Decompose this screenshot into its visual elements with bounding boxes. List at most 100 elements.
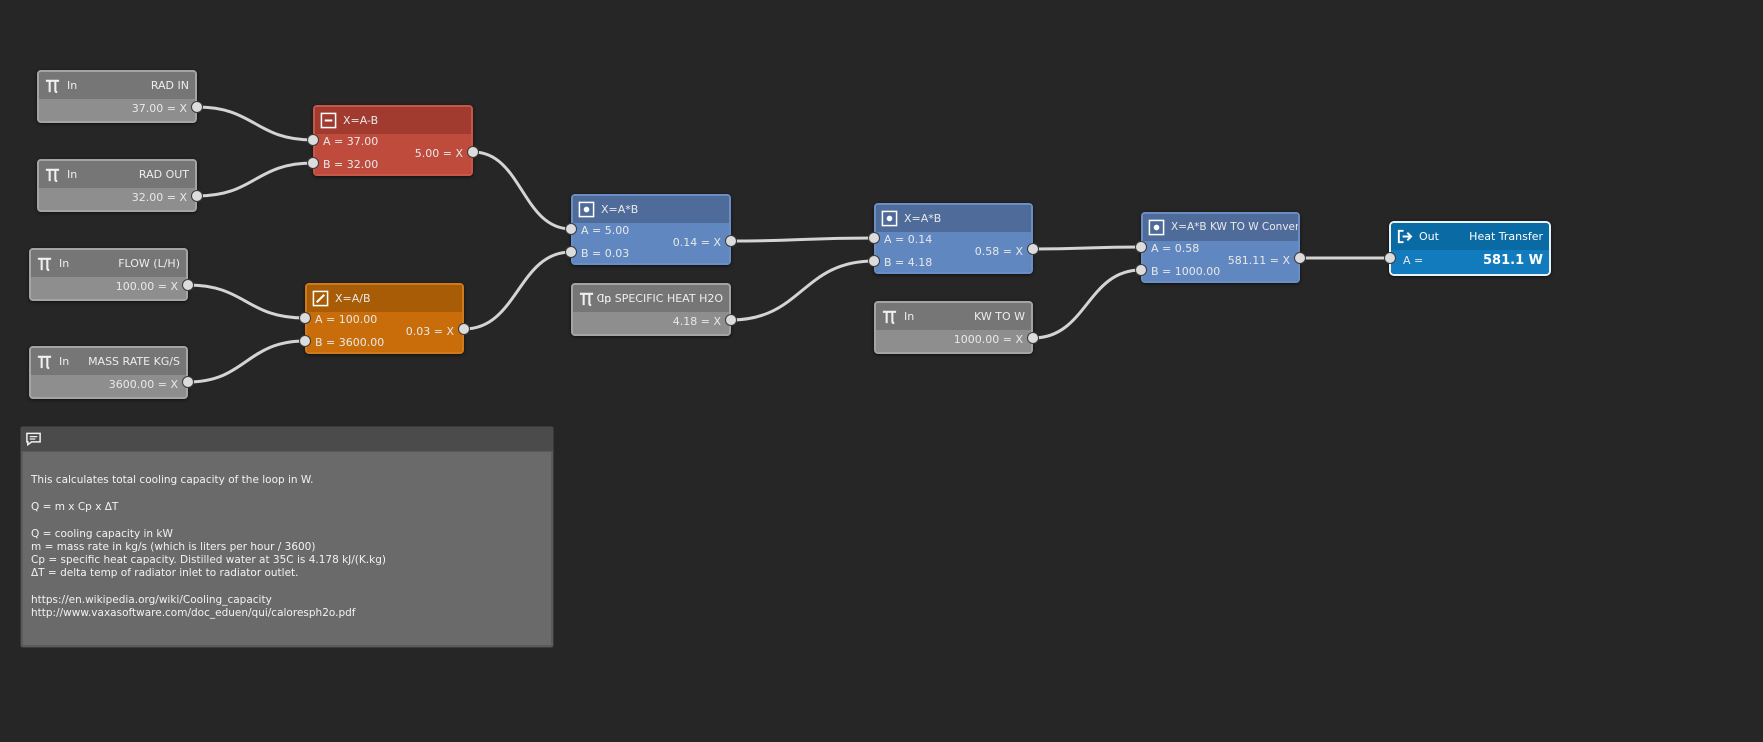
wire-mul1-mul2[interactable]	[729, 236, 876, 243]
input-pin-b[interactable]	[307, 157, 319, 169]
node-value: 32.00 = X	[131, 191, 187, 204]
wire-mul2-mul3[interactable]	[1031, 245, 1143, 251]
node-header[interactable]: In RAD IN	[39, 72, 195, 99]
output-x-label: 0.03 = X	[405, 325, 454, 338]
wire-flow-div[interactable]	[186, 283, 307, 320]
node-header[interactable]: In KW TO W	[876, 303, 1031, 330]
wire-sub-mul1[interactable]	[471, 150, 573, 231]
comment-line: This calculates total cooling capacity o…	[31, 474, 314, 486]
dot-box-icon	[578, 201, 595, 218]
node-header[interactable]: In RAD OUT	[39, 161, 195, 188]
output-pin[interactable]	[725, 314, 737, 326]
node-label: RAD IN	[150, 79, 189, 92]
input-node-flow[interactable]: In FLOW (L/H) 100.00 = X	[29, 248, 188, 301]
wire-mass-div[interactable]	[186, 339, 307, 384]
export-arrow-icon	[1397, 229, 1413, 244]
node-value: 1000.00 = X	[953, 333, 1023, 346]
node-kind: Out	[1419, 230, 1439, 243]
input-a-label: A =	[1403, 254, 1424, 267]
node-label: Heat Transfer	[1469, 230, 1543, 243]
output-pin[interactable]	[1294, 252, 1306, 264]
input-a-label: A = 5.00	[581, 224, 630, 237]
node-label: MASS RATE KG/S	[88, 355, 180, 368]
input-node-kw-to-w[interactable]: In KW TO W 1000.00 = X	[874, 301, 1033, 354]
input-a-label: A = 0.58	[1151, 242, 1200, 255]
input-b-label: B = 3600.00	[315, 336, 385, 349]
node-header[interactable]: In Cp SPECIFIC HEAT H2O	[573, 285, 729, 312]
comment-line: Q = m x Cp x ΔT	[31, 501, 119, 513]
wire-radout-sub[interactable]	[195, 161, 315, 198]
pi-icon	[45, 168, 60, 183]
node-kind: In	[67, 79, 78, 92]
comment-link[interactable]: http://www.vaxasoftware.com/doc_eduen/qu…	[31, 607, 356, 619]
input-node-rad-out[interactable]: In RAD OUT 32.00 = X	[37, 159, 197, 212]
wire-cp-mul2[interactable]	[729, 259, 876, 322]
subtract-node[interactable]: X=A-B A = 37.00 B = 32.00 5.00 = X	[313, 105, 473, 176]
input-pin-b[interactable]	[299, 335, 311, 347]
node-header[interactable]: In MASS RATE KG/S	[31, 348, 186, 375]
node-kind: In	[601, 292, 612, 305]
comment-icon	[26, 432, 41, 447]
input-pin-b[interactable]	[1135, 264, 1147, 276]
pi-icon	[37, 355, 52, 370]
output-x-label: 0.58 = X	[974, 245, 1023, 258]
comment-header[interactable]	[21, 427, 553, 451]
input-pin-a[interactable]	[299, 312, 311, 324]
node-header[interactable]: X=A*B KW TO W Convert	[1143, 214, 1298, 241]
output-pin[interactable]	[191, 190, 203, 202]
input-node-mass-rate[interactable]: In MASS RATE KG/S 3600.00 = X	[29, 346, 188, 399]
node-header[interactable]: Out Heat Transfer	[1391, 223, 1549, 250]
input-node-rad-in[interactable]: In RAD IN 37.00 = X	[37, 70, 197, 123]
output-pin[interactable]	[182, 376, 194, 388]
node-value: 4.18 = X	[672, 315, 721, 328]
input-pin-b[interactable]	[868, 255, 880, 267]
wire-radin-sub[interactable]	[195, 105, 315, 142]
input-pin-a[interactable]	[1135, 241, 1147, 253]
minus-box-icon	[320, 112, 337, 129]
output-pin[interactable]	[458, 323, 470, 335]
node-header[interactable]: X=A*B	[876, 205, 1031, 232]
input-b-label: B = 1000.00	[1151, 265, 1221, 278]
output-pin[interactable]	[467, 146, 479, 158]
comment-link[interactable]: https://en.wikipedia.org/wiki/Cooling_ca…	[31, 594, 272, 606]
input-pin-a[interactable]	[868, 232, 880, 244]
node-header[interactable]: X=A*B	[573, 196, 729, 223]
output-pin[interactable]	[1027, 243, 1039, 255]
pi-icon	[882, 310, 897, 325]
output-pin[interactable]	[191, 101, 203, 113]
node-header[interactable]: In FLOW (L/H)	[31, 250, 186, 277]
input-pin-b[interactable]	[565, 246, 577, 258]
input-pin-a[interactable]	[1384, 252, 1396, 264]
node-label: FLOW (L/H)	[118, 257, 180, 270]
divide-node[interactable]: X=A/B A = 100.00 B = 3600.00 0.03 = X	[305, 283, 464, 354]
node-header[interactable]: X=A-B	[315, 107, 471, 134]
multiply-node-2[interactable]: X=A*B A = 0.14 B = 4.18 0.58 = X	[874, 203, 1033, 274]
output-value: 581.1 W	[1483, 253, 1543, 268]
output-pin[interactable]	[725, 235, 737, 247]
node-kind: In	[59, 355, 70, 368]
comment-line: Cp = specific heat capacity. Distilled w…	[31, 554, 386, 566]
node-header[interactable]: X=A/B	[307, 285, 462, 312]
comment-box[interactable]: This calculates total cooling capacity o…	[20, 426, 554, 648]
wire-kw-mul3[interactable]	[1031, 268, 1143, 340]
input-pin-a[interactable]	[307, 134, 319, 146]
input-node-cp[interactable]: In Cp SPECIFIC HEAT H2O 4.18 = X	[571, 283, 731, 336]
dot-box-icon	[881, 210, 898, 227]
output-x-label: 0.14 = X	[672, 236, 721, 249]
multiply-node-3[interactable]: X=A*B KW TO W Convert A = 0.58 B = 1000.…	[1141, 212, 1300, 283]
node-kind: In	[59, 257, 70, 270]
output-pin[interactable]	[1027, 332, 1039, 344]
multiply-node-1[interactable]: X=A*B A = 5.00 B = 0.03 0.14 = X	[571, 194, 731, 265]
comment-line: m = mass rate in kg/s (which is liters p…	[31, 541, 316, 553]
wire-div-mul1[interactable]	[462, 250, 573, 331]
output-pin[interactable]	[182, 279, 194, 291]
node-label: X=A*B KW TO W Convert	[1171, 221, 1300, 233]
comment-body[interactable]: This calculates total cooling capacity o…	[23, 452, 551, 645]
input-pin-a[interactable]	[565, 223, 577, 235]
comment-line: Q = cooling capacity in kW	[31, 528, 173, 540]
output-x-label: 581.11 = X	[1227, 254, 1290, 267]
output-node-heat-transfer[interactable]: Out Heat Transfer A = 581.1 W	[1389, 221, 1551, 276]
dot-box-icon	[1148, 219, 1165, 236]
